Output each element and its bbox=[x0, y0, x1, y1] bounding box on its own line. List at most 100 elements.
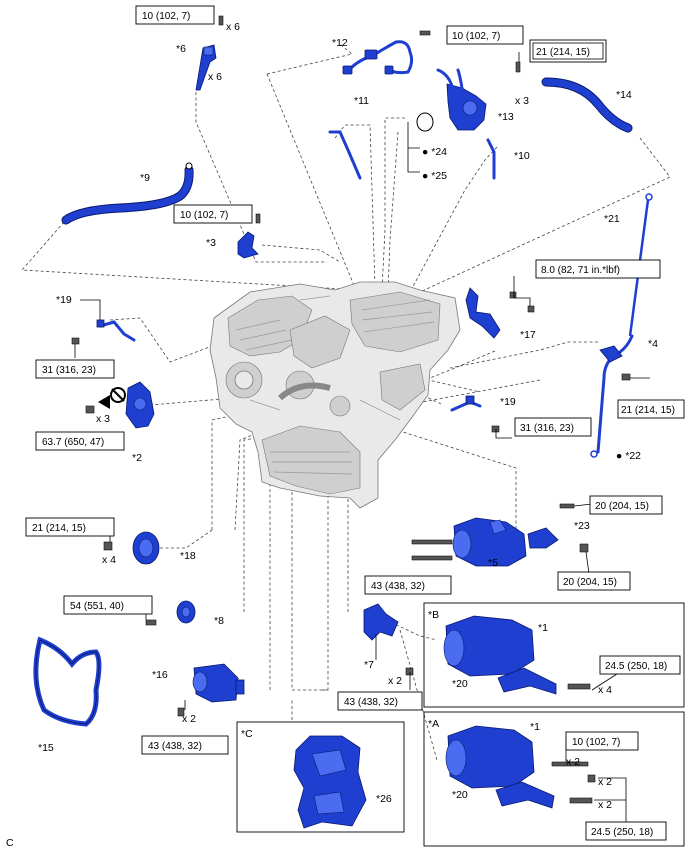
callout-label: *19 bbox=[56, 294, 72, 306]
callout-label: *1 bbox=[538, 622, 548, 634]
callout-label: *12 bbox=[332, 37, 348, 49]
torque-label: 21 (214, 15) bbox=[621, 405, 675, 416]
bolt-icon bbox=[567, 683, 591, 690]
callout-label: *9 bbox=[140, 172, 150, 184]
callout-label: *8 bbox=[214, 615, 224, 627]
bolt-icon bbox=[145, 619, 157, 626]
inset-a-frame bbox=[423, 711, 685, 847]
drive-belt-part bbox=[33, 636, 102, 727]
bolt-icon bbox=[405, 667, 414, 676]
callout-label: *6 bbox=[176, 43, 186, 55]
torque-label: 43 (438, 32) bbox=[344, 697, 398, 708]
gasket-ring-part bbox=[416, 112, 434, 132]
callout-label: *15 bbox=[38, 742, 54, 754]
quantity-label: x 4 bbox=[598, 684, 612, 696]
inset-b-compressor-part bbox=[443, 615, 557, 695]
callout-label: *17 bbox=[520, 329, 536, 341]
torque-label: 10 (102, 7) bbox=[572, 737, 620, 748]
bolt-icon bbox=[587, 774, 596, 783]
quantity-label: x 2 bbox=[388, 675, 402, 687]
quantity-label: x 2 bbox=[182, 713, 196, 725]
callout-label: *5 bbox=[488, 557, 498, 569]
callout-label: *10 bbox=[514, 150, 530, 162]
inset-labels: *B *A *C bbox=[241, 609, 439, 740]
quantity-label: x 2 bbox=[598, 799, 612, 811]
part-callouts: *6 *12 *14 *11 *13 ● *24 *10 ● *25 *9 *2… bbox=[38, 37, 658, 805]
quantity-label: x 6 bbox=[226, 21, 240, 33]
torque-label: 10 (102, 7) bbox=[180, 210, 228, 221]
quantity-label: x 4 bbox=[102, 554, 116, 566]
bolt-icon bbox=[559, 503, 575, 509]
torque-label: 63.7 (650, 47) bbox=[42, 437, 104, 448]
callout-label: *20 bbox=[452, 789, 468, 801]
mount-bracket-part bbox=[465, 287, 501, 339]
compressor-bracket-part bbox=[527, 527, 559, 549]
torque-label: 21 (214, 15) bbox=[32, 523, 86, 534]
ignition-coil-part bbox=[195, 44, 217, 91]
idler-pulley-part bbox=[176, 600, 196, 624]
oil-pan-part bbox=[293, 735, 367, 829]
bracket-part bbox=[237, 231, 259, 259]
torque-label: 10 (102, 7) bbox=[452, 31, 500, 42]
callout-label: *3 bbox=[206, 237, 216, 249]
quantity-label: x 6 bbox=[208, 71, 222, 83]
torque-label: 20 (204, 15) bbox=[595, 501, 649, 512]
torque-label: 43 (438, 32) bbox=[371, 581, 425, 592]
dipstick-guide-part bbox=[596, 334, 634, 454]
callout-label: *18 bbox=[180, 550, 196, 562]
bolt-icon bbox=[579, 543, 589, 553]
bolt-icon bbox=[491, 425, 500, 433]
compressor-part bbox=[452, 517, 527, 567]
callout-label: *11 bbox=[354, 95, 369, 107]
callout-label: *1 bbox=[530, 721, 540, 733]
bolt-icon bbox=[255, 213, 261, 224]
figure-code: C bbox=[6, 837, 14, 849]
callout-label: ● *24 bbox=[422, 146, 447, 158]
inset-a-compressor-part bbox=[445, 725, 555, 809]
disconnect-icon bbox=[98, 387, 126, 409]
quantity-label: x 3 bbox=[515, 95, 529, 107]
quantity-labels: x 6 x 6 x 3 x 3 x 4 x 4 x 2 x 2 x 2 x 2 … bbox=[96, 21, 612, 811]
quantity-label: x 2 bbox=[566, 756, 580, 768]
callout-label: ● *22 bbox=[616, 450, 641, 462]
compressor-mount-part bbox=[363, 603, 399, 641]
torque-label: 43 (438, 32) bbox=[148, 741, 202, 752]
torque-label: 31 (316, 23) bbox=[520, 423, 574, 434]
bolt-icon bbox=[218, 15, 224, 26]
callout-label: *2 bbox=[132, 452, 142, 464]
bolt-icon bbox=[103, 541, 113, 551]
dipstick-end-part bbox=[590, 450, 598, 458]
torque-label: 20 (204, 15) bbox=[563, 577, 617, 588]
bolt-icon bbox=[71, 337, 80, 345]
callout-connectors bbox=[74, 52, 650, 822]
tube-part bbox=[328, 130, 362, 180]
bolt-icon bbox=[621, 373, 631, 381]
inset-label-a: *A bbox=[428, 718, 439, 730]
wire-harness-part bbox=[342, 40, 414, 75]
callout-label: *16 bbox=[152, 669, 168, 681]
torque-label: 24.5 (250, 18) bbox=[605, 661, 667, 672]
callout-label: *26 bbox=[376, 793, 392, 805]
crank-pulley-part bbox=[132, 531, 160, 565]
bolt-icon bbox=[411, 555, 453, 561]
torque-label: 21 (214, 15) bbox=[536, 47, 590, 58]
torque-boxes: 10 (102, 7) 10 (102, 7) 21 (214, 15) 10 … bbox=[25, 5, 685, 841]
inset-c-frame bbox=[236, 721, 405, 833]
water-valve-part bbox=[436, 68, 487, 131]
callout-label: *7 bbox=[364, 659, 374, 671]
torque-label: 10 (102, 7) bbox=[142, 11, 190, 22]
bolt-icon bbox=[177, 707, 185, 717]
sensor-bracket-part bbox=[96, 319, 136, 342]
bolt-icon bbox=[85, 405, 95, 414]
torque-label: 54 (551, 40) bbox=[70, 601, 124, 612]
callout-label: *23 bbox=[574, 520, 590, 532]
callout-label: ● *25 bbox=[422, 170, 447, 182]
bolt-icon bbox=[509, 291, 517, 299]
sensor-bracket-part-2 bbox=[450, 395, 482, 412]
inset-b-frame bbox=[423, 602, 685, 708]
bolt-icon bbox=[569, 797, 593, 804]
torque-label: 24.5 (250, 18) bbox=[591, 827, 653, 838]
torque-label: 8.0 (82, 71 in.*lbf) bbox=[541, 265, 620, 276]
torque-label: 31 (316, 23) bbox=[42, 365, 96, 376]
